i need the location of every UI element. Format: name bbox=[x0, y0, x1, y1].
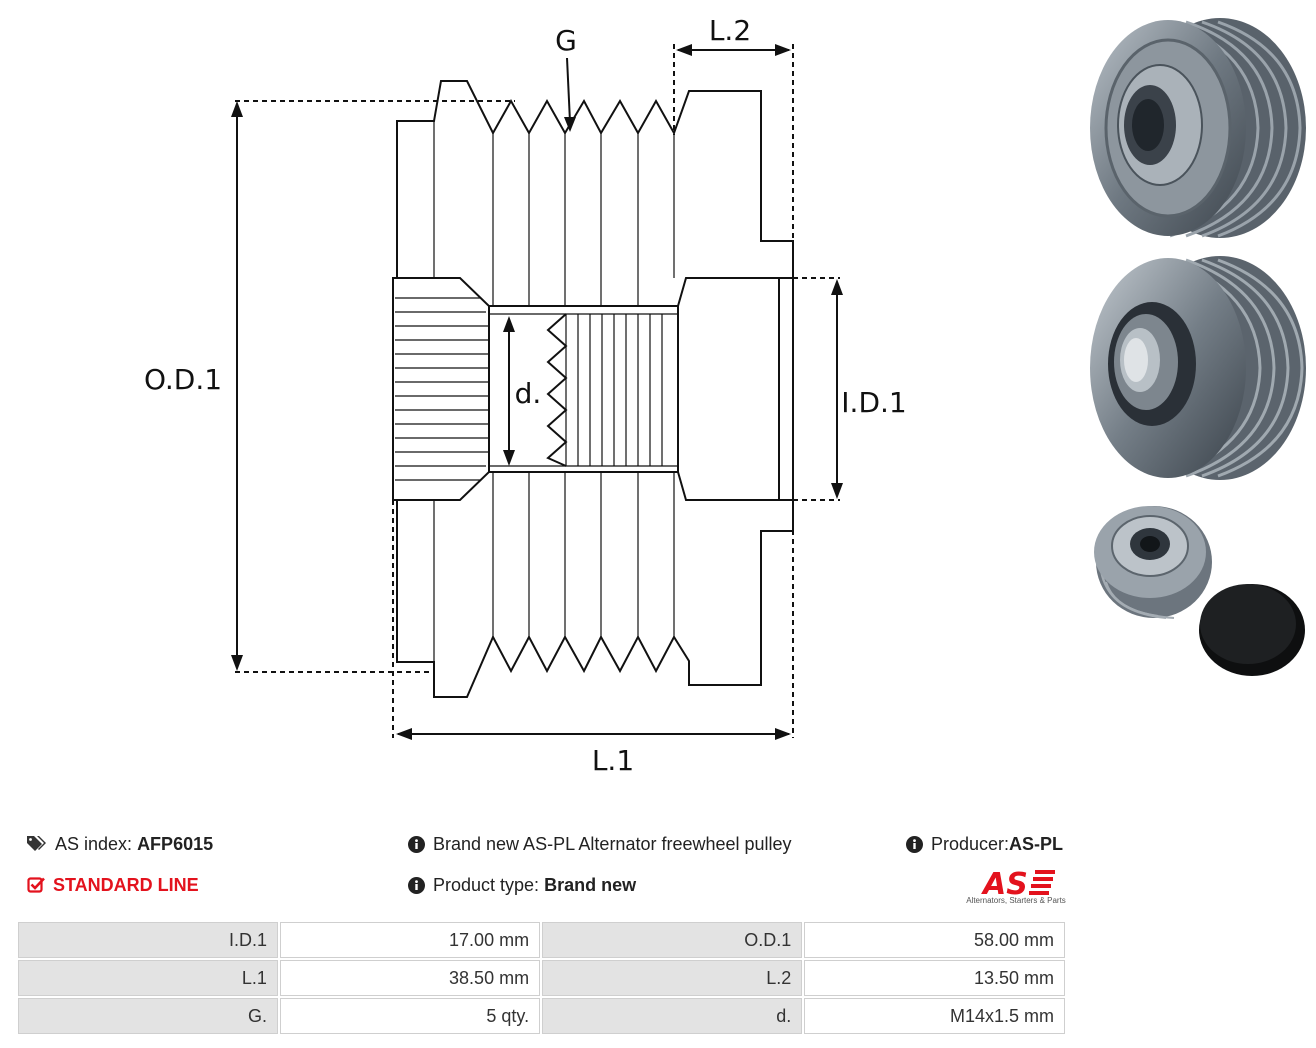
label-g: G bbox=[555, 24, 577, 57]
producer-value: AS-PL bbox=[1009, 834, 1064, 854]
table-row: I.D.1 17.00 mm O.D.1 58.00 mm bbox=[18, 922, 1065, 958]
spec-key: L.1 bbox=[18, 960, 278, 996]
producer-row: Producer:AS-PL bbox=[906, 834, 1063, 855]
spec-value: 58.00 mm bbox=[804, 922, 1065, 958]
thread-profile bbox=[546, 313, 568, 467]
product-type-row: Product type: Brand new bbox=[408, 875, 636, 896]
bearing-hub bbox=[677, 277, 794, 501]
standard-line-row: STANDARD LINE bbox=[27, 875, 199, 896]
info-icon bbox=[906, 836, 923, 853]
pulley-outline-top bbox=[396, 80, 794, 278]
tags-icon bbox=[27, 836, 46, 851]
spec-key: O.D.1 bbox=[542, 922, 803, 958]
label-od1: O.D.1 bbox=[144, 363, 222, 396]
spline-hub bbox=[392, 277, 490, 501]
spec-value: 13.50 mm bbox=[804, 960, 1065, 996]
label-id1: I.D.1 bbox=[841, 386, 906, 419]
product-photo-front bbox=[1090, 18, 1306, 238]
producer-label: Producer: bbox=[931, 834, 1010, 854]
product-photo-with-cap bbox=[1094, 506, 1305, 676]
table-row: L.1 38.50 mm L.2 13.50 mm bbox=[18, 960, 1065, 996]
info-icon bbox=[408, 836, 425, 853]
checkbox-checked-icon bbox=[27, 877, 45, 893]
product-description: Brand new AS-PL Alternator freewheel pul… bbox=[433, 834, 792, 854]
pulley-technical-drawing: G L.2 O.D.1 I.D.1 d. L.1 bbox=[144, 14, 907, 777]
spec-key: d. bbox=[542, 998, 803, 1034]
specs-table: I.D.1 17.00 mm O.D.1 58.00 mm L.1 38.50 … bbox=[16, 920, 1067, 1036]
as-index-label: AS index: bbox=[55, 834, 133, 854]
table-row: G. 5 qty. d. M14x1.5 mm bbox=[18, 998, 1065, 1034]
as-pl-logo: AS bbox=[981, 867, 1055, 902]
product-photo-rear bbox=[1090, 256, 1306, 480]
info-icon bbox=[408, 877, 425, 894]
spec-key: I.D.1 bbox=[18, 922, 278, 958]
svg-text:AS: AS bbox=[981, 867, 1028, 902]
spline-teeth bbox=[395, 297, 488, 481]
description-row: Brand new AS-PL Alternator freewheel pul… bbox=[408, 834, 792, 855]
spec-key: L.2 bbox=[542, 960, 803, 996]
groove-lines bbox=[433, 121, 675, 662]
product-type-label: Product type: bbox=[433, 875, 540, 895]
g-leader-line bbox=[566, 57, 571, 123]
as-index-value: AFP6015 bbox=[137, 834, 214, 854]
label-l1: L.1 bbox=[592, 744, 634, 777]
brand-tagline: Alternators, Starters & Parts bbox=[966, 896, 1066, 905]
as-index-row: AS index: AFP6015 bbox=[27, 834, 213, 855]
spec-value: 17.00 mm bbox=[279, 922, 541, 958]
spec-value: M14x1.5 mm bbox=[804, 998, 1065, 1034]
spec-value: 5 qty. bbox=[279, 998, 541, 1034]
spec-value: 38.50 mm bbox=[279, 960, 541, 996]
pulley-outline-bottom bbox=[396, 500, 794, 698]
product-type-value: Brand new bbox=[544, 875, 637, 895]
standard-line-label: STANDARD LINE bbox=[53, 875, 199, 895]
thread-lines bbox=[577, 314, 663, 466]
spec-key: G. bbox=[18, 998, 278, 1034]
label-d: d. bbox=[515, 377, 542, 410]
label-l2: L.2 bbox=[709, 14, 751, 47]
